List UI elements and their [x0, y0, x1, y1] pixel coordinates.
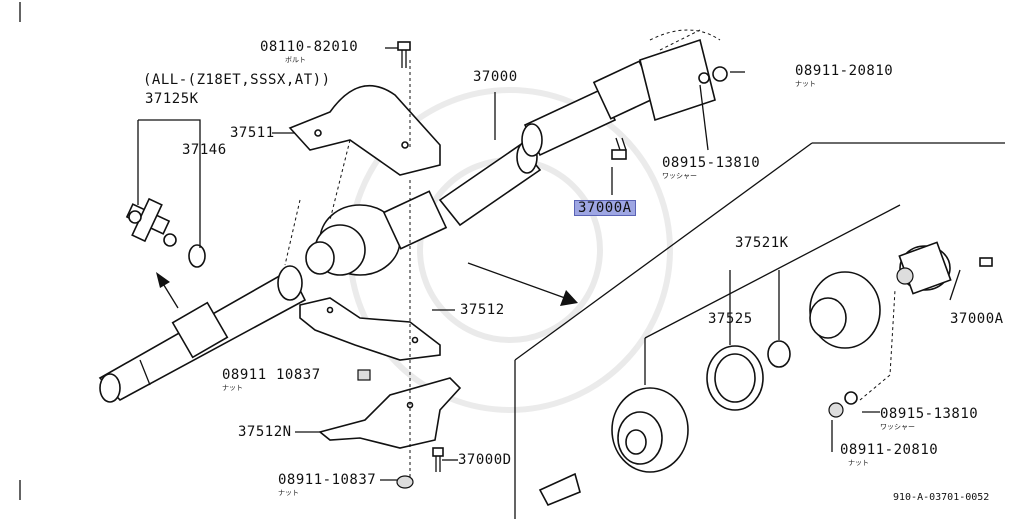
label-37125k: 37125K	[145, 91, 199, 107]
label-37000: 37000	[473, 69, 518, 85]
label-37521k: 37521K	[735, 235, 789, 251]
bolt-37000d	[432, 447, 444, 472]
center-boot	[305, 190, 448, 276]
label-washer-right: 08915-13810	[880, 406, 979, 422]
label-37512: 37512	[460, 302, 505, 318]
label-nut-mid-sub: ナット	[222, 384, 243, 392]
label-37525: 37525	[708, 311, 753, 327]
label-washer-top: 08915-13810	[662, 155, 761, 171]
arrow-up	[156, 272, 179, 309]
label-nut-top-sub: ナット	[795, 80, 816, 88]
nut-washer-right	[828, 391, 858, 418]
detail-panel-outline	[514, 142, 1005, 519]
bolt-top	[397, 41, 411, 68]
shaft-spline	[538, 472, 581, 507]
front-shaft	[98, 265, 307, 403]
washer-ring	[767, 340, 791, 368]
label-nut-right: 08911-20810	[840, 442, 939, 458]
universal-joint-37125k	[125, 197, 177, 247]
label-group-note: (ALL-(Z18ET,SSSX,AT))	[143, 72, 331, 88]
label-nut-right-sub: ナット	[848, 459, 869, 467]
companion-flange	[809, 271, 881, 349]
arrow-right	[467, 262, 578, 306]
label-nut-top: 08911-20810	[795, 63, 894, 79]
rear-shaft	[521, 38, 716, 157]
figure-code: 910-A-03701-0052	[893, 492, 990, 503]
snap-ring-37525	[706, 345, 764, 411]
label-37000a-right: 37000A	[950, 311, 1004, 327]
nut-bottom	[396, 475, 414, 489]
nut-top-right	[698, 66, 728, 84]
label-washer-top-sub: ワッシャー	[662, 172, 697, 180]
nut-mid	[357, 369, 371, 381]
middle-shaft	[438, 140, 542, 227]
label-nut-mid-code: 10837	[276, 367, 321, 383]
label-nut-mid: 08911	[222, 367, 267, 383]
label-37000a-highlighted[interactable]: 37000A	[574, 200, 636, 216]
label-nut-bottom: 08911-10837	[278, 472, 377, 488]
bracket-37512	[299, 297, 441, 361]
center-bearing-detail	[611, 387, 689, 473]
label-37000d: 37000D	[458, 452, 512, 468]
bracket-37511	[288, 84, 441, 176]
label-washer-right-sub: ワッシャー	[880, 423, 915, 431]
label-nut-bottom-sub: ナット	[278, 489, 299, 497]
label-37512n: 37512N	[238, 424, 292, 440]
snap-ring-37146	[188, 244, 206, 268]
bolt-37000a	[611, 137, 627, 160]
label-37511: 37511	[230, 125, 275, 141]
flange-detail	[896, 241, 993, 295]
label-bolt-sub: ボルト	[285, 56, 306, 64]
bracket-37512n	[318, 377, 462, 449]
label-bolt-code: 08110-82010	[260, 39, 359, 55]
label-37146: 37146	[182, 142, 227, 158]
